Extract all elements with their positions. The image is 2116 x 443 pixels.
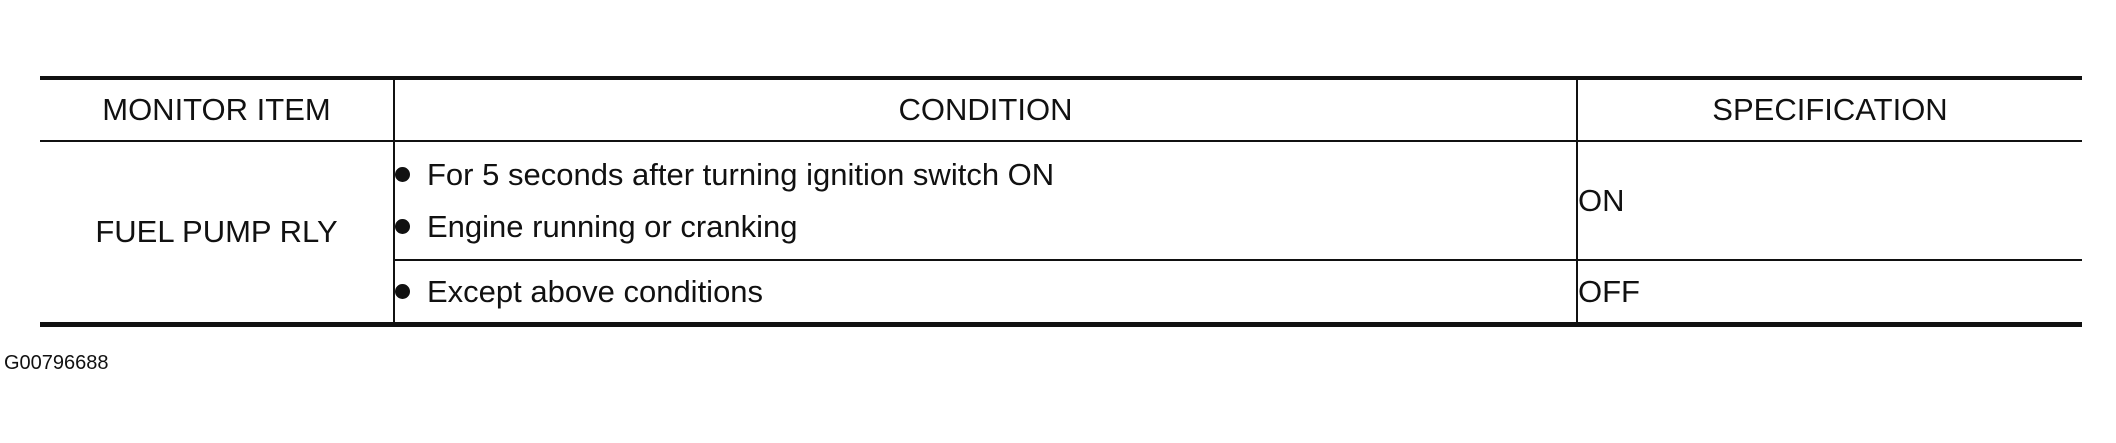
table-row: FUEL PUMP RLY For 5 seconds after turnin… bbox=[40, 141, 2082, 260]
table-header-row: MONITOR ITEM CONDITION SPECIFICATION bbox=[40, 78, 2082, 142]
specification-cell: OFF bbox=[1576, 259, 2082, 325]
condition-text: Except above conditions bbox=[427, 273, 764, 309]
table-row: Except above conditions OFF bbox=[40, 259, 2082, 325]
condition-cell: Except above conditions bbox=[393, 259, 1577, 325]
condition-text: For 5 seconds after turning ignition swi… bbox=[427, 156, 1055, 192]
bullet-icon bbox=[395, 284, 410, 299]
monitor-spec-table: MONITOR ITEM CONDITION SPECIFICATION FUE… bbox=[40, 76, 2082, 327]
figure-id: G00796688 bbox=[4, 352, 109, 374]
bullet-icon bbox=[395, 219, 410, 234]
header-specification: SPECIFICATION bbox=[1576, 78, 2082, 142]
condition-list-item: Except above conditions bbox=[395, 266, 1576, 318]
header-condition: CONDITION bbox=[393, 78, 1577, 142]
condition-text: Engine running or cranking bbox=[427, 208, 798, 244]
condition-list-item: Engine running or cranking bbox=[395, 201, 1576, 253]
header-monitor-item: MONITOR ITEM bbox=[40, 78, 394, 142]
condition-list-item: For 5 seconds after turning ignition swi… bbox=[395, 149, 1576, 201]
bullet-icon bbox=[395, 167, 410, 182]
monitor-item-cell: FUEL PUMP RLY bbox=[95, 214, 338, 249]
specification-cell: ON bbox=[1576, 141, 2082, 260]
condition-cell: For 5 seconds after turning ignition swi… bbox=[393, 141, 1577, 260]
monitor-table-container: MONITOR ITEM CONDITION SPECIFICATION FUE… bbox=[40, 76, 2082, 327]
